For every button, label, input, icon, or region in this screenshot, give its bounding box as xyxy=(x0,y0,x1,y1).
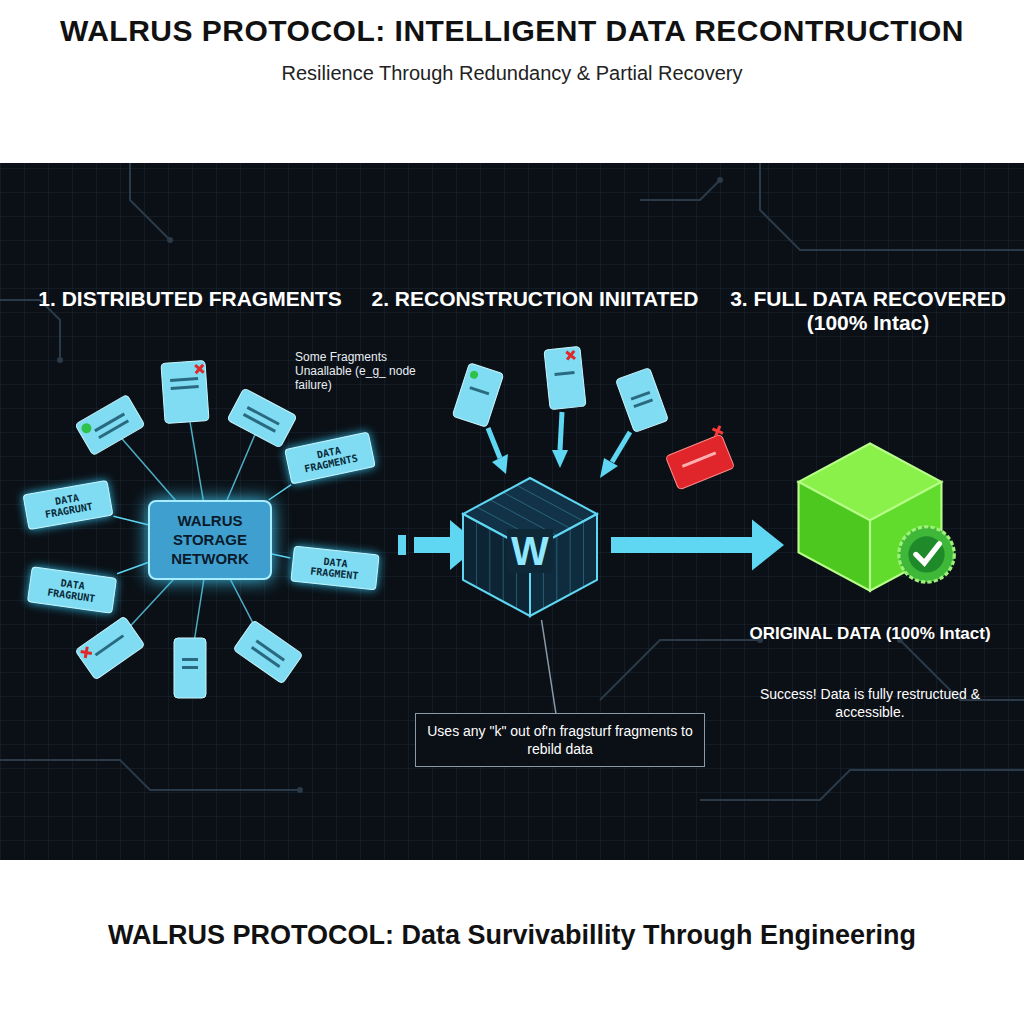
link-line xyxy=(272,554,290,558)
mesh-line xyxy=(583,521,584,587)
connector-line xyxy=(542,620,556,713)
connector-line xyxy=(269,485,292,500)
mesh-line xyxy=(556,536,557,602)
check-badge xyxy=(899,527,954,582)
fragment-card: DATA FRAGMENTS xyxy=(284,431,376,484)
connector-line xyxy=(113,516,148,525)
network-hub: WALRUS STORAGE NETWORK xyxy=(148,500,272,580)
callout-box: Uses any "k" out of'n fragsturf fragment… xyxy=(415,713,705,767)
mesh-line xyxy=(517,485,584,521)
node-text: Uses any "k" out of'n fragsturf fragment… xyxy=(426,722,694,758)
link-line xyxy=(117,563,148,574)
fragment-cards xyxy=(75,361,303,698)
note: Some Fragments Unaallable (e_g_ node fai… xyxy=(295,350,445,392)
check-mark xyxy=(916,544,939,563)
incoming-fragments xyxy=(452,346,736,490)
badge-ring xyxy=(899,527,954,582)
node-text: DATA FRAGRUNT xyxy=(31,488,106,522)
fragment-card: DATA FRAGRUNT xyxy=(23,480,114,530)
fragment-card: DATA FRAGMENT xyxy=(290,546,379,591)
badge-core xyxy=(908,536,944,572)
stage-heading: 2. RECONSTRUCTION INIITATED xyxy=(370,287,700,311)
node-heading: ORIGINAL DATA (100% Intact) xyxy=(745,623,995,645)
recovered-cube: ORIGINAL DATA (100% Intact)Success! Data… xyxy=(790,435,950,595)
node-body: Success! Data is fully restructued & acc… xyxy=(745,685,995,721)
mesh-line xyxy=(503,536,504,602)
flow-arrow xyxy=(611,519,784,570)
caption: WALRUS PROTOCOL: Data Survivabillity Thr… xyxy=(0,920,1024,951)
green-cube-outline xyxy=(790,435,950,595)
mesh-line xyxy=(570,528,571,594)
arrow-head xyxy=(752,519,784,570)
subtitle: Resilience Through Redundancy & Partial … xyxy=(12,62,1012,85)
connector-line xyxy=(272,554,290,558)
grid xyxy=(0,163,1024,860)
circuit-traces xyxy=(0,163,1024,800)
logo-letter: W xyxy=(507,529,553,573)
connector-line xyxy=(611,537,755,553)
mesh-line xyxy=(503,492,570,528)
fragment-card: DATA FRAGRUNT xyxy=(27,566,117,614)
node-text: WALRUS STORAGE NETWORK xyxy=(158,512,262,568)
link-line xyxy=(542,620,556,713)
stage-heading: 3. FULL DATA RECOVERED (100% Intac) xyxy=(718,287,1018,335)
link-line xyxy=(269,485,292,500)
dark-panel xyxy=(0,163,1024,860)
title: WALRUS PROTOCOL: INTELLIGENT DATA RECONT… xyxy=(0,14,1024,48)
node-text: DATA FRAGMENT xyxy=(298,553,372,582)
connector-line xyxy=(117,563,148,574)
cube-mesh xyxy=(476,485,583,609)
reconstruction-cube: W xyxy=(455,470,605,620)
node-text: DATA FRAGMENTS xyxy=(292,440,367,476)
cube-left xyxy=(799,482,870,591)
mesh-line xyxy=(476,521,477,587)
link-line xyxy=(113,516,148,525)
stage-heading: 1. DISTRIBUTED FRAGMENTS xyxy=(5,287,375,311)
node-text: DATA FRAGRUNT xyxy=(35,574,109,606)
mesh-line xyxy=(489,528,490,594)
